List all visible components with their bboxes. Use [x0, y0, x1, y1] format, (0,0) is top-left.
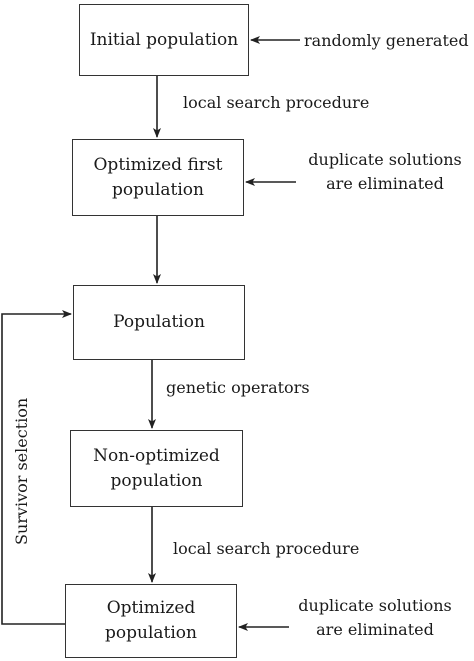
box-initial-population-label: Initial population	[89, 29, 239, 50]
label-survivor-selection: Survivor selection	[12, 397, 31, 545]
label-local-search-1: local search procedure	[183, 93, 370, 112]
box-optimized-line-2: population	[105, 623, 197, 643]
box-optimized-line-1: Optimized	[106, 598, 196, 619]
arrow-survivor-selection-loop	[1, 310, 72, 625]
label-duplicates-2-line-1: duplicate solutions	[298, 596, 452, 615]
box-optimized-first-line-2: population	[112, 179, 204, 200]
box-non-optimized-population: Non-optimized population	[70, 430, 243, 507]
label-duplicates-2: duplicate solutions are eliminated	[292, 594, 458, 642]
label-duplicates-1: duplicate solutions are eliminated	[302, 148, 468, 196]
label-duplicates-1-line-1: duplicate solutions	[308, 150, 462, 169]
label-genetic-operators: genetic operators	[166, 378, 310, 397]
box-initial-population: Initial population	[79, 4, 249, 76]
box-optimized-first-line-1: Optimized first	[93, 154, 223, 175]
box-population-label: Population	[113, 312, 205, 333]
box-non-optimized-line-1: Non-optimized	[93, 445, 220, 466]
label-randomly-generated: randomly generated	[304, 31, 469, 50]
label-duplicates-2-line-2: are eliminated	[316, 620, 434, 639]
label-local-search-2: local search procedure	[173, 539, 360, 558]
box-non-optimized-line-2: population	[110, 470, 203, 491]
box-population: Population	[73, 285, 245, 360]
label-duplicates-1-line-2: are eliminated	[326, 174, 444, 193]
box-optimized-population: Optimized population	[65, 584, 237, 658]
box-optimized-first-population: Optimized first population	[72, 139, 244, 216]
